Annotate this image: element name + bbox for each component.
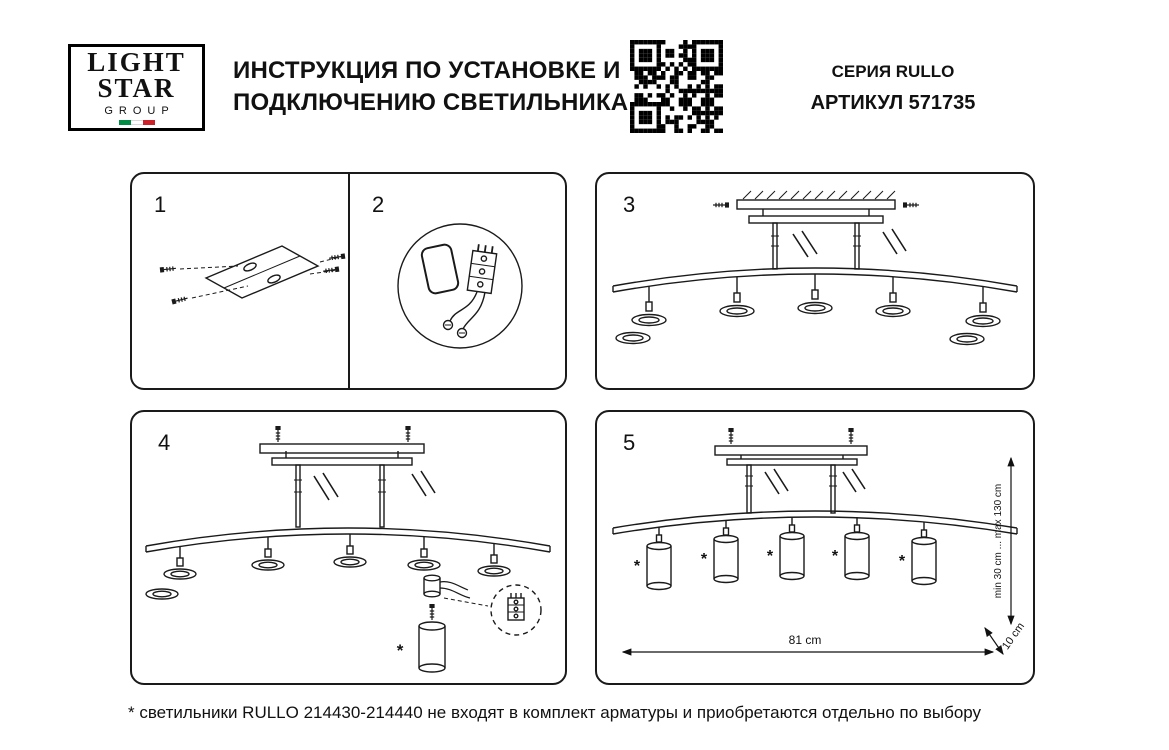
- asterisk-mark: *: [899, 553, 906, 570]
- screw-icon: [322, 265, 340, 275]
- lamp-driver: [423, 574, 441, 598]
- ring-height-dimension-label: 10 cm: [1000, 621, 1027, 652]
- screw-marks: [313, 470, 436, 501]
- ceiling-bar: [259, 443, 425, 454]
- screw-icon: [328, 252, 346, 262]
- ceiling-hatch: [742, 190, 896, 200]
- suspension-rod: [379, 464, 385, 528]
- screw-icon: [159, 265, 177, 274]
- screw-icon: [902, 201, 920, 209]
- panel-step-5: 5: [595, 410, 1035, 685]
- step-2-number: 2: [372, 192, 385, 217]
- series-label: СЕРИЯ RULLO: [831, 62, 955, 81]
- step-4-number: 4: [158, 430, 171, 455]
- cylinder-shade: [418, 621, 446, 673]
- screw-icon: [727, 427, 735, 445]
- step-4-diagram: *: [145, 425, 551, 673]
- wires: [449, 291, 486, 330]
- height-dimension-label: min 30 cm ... max 130 cm: [993, 484, 1004, 598]
- panel-divider: [348, 174, 350, 388]
- panel-step-4: 4: [130, 410, 567, 685]
- screw-head: [442, 319, 454, 331]
- screw-marks: [764, 468, 866, 495]
- stems: [648, 274, 984, 303]
- stems: [179, 534, 495, 558]
- screw-icon: [847, 427, 855, 445]
- ring-shades: [145, 556, 511, 600]
- ceiling-bar: [736, 199, 896, 210]
- page-title: ИНСТРУКЦИЯ ПО УСТАНОВКЕ И ПОДКЛЮЧЕНИЮ СВ…: [233, 55, 628, 119]
- asterisk-mark: *: [767, 548, 774, 565]
- canopy-plate: [748, 215, 884, 224]
- connector-cover: [420, 243, 460, 295]
- screw-icon: [428, 603, 436, 621]
- curved-rail: [612, 510, 1018, 535]
- title-line-1: ИНСТРУКЦИЯ ПО УСТАНОВКЕ И: [233, 57, 621, 84]
- step-5-diagram: * * * * * 81 cm min 30 cm ... max 130 cm…: [612, 427, 1027, 656]
- logo-word-group: GROUP: [104, 104, 175, 117]
- mounting-bracket: [204, 245, 320, 299]
- screw-icon: [404, 425, 412, 443]
- suspension-rod: [746, 464, 752, 514]
- lightstar-logo: LIGHT STAR GROUP: [68, 44, 205, 131]
- logo-word-light: LIGHT: [87, 47, 186, 78]
- step-1-diagram: [159, 245, 346, 306]
- width-dimension-label: 81 cm: [789, 633, 822, 647]
- canopy-plate: [726, 458, 858, 466]
- logo-word-star: STAR: [97, 73, 176, 103]
- footnote: * светильники RULLO 214430-214440 не вхо…: [128, 703, 982, 722]
- panel-step-3: 3: [595, 172, 1035, 390]
- suspension-rod: [830, 464, 836, 514]
- asterisk-mark: *: [397, 641, 404, 660]
- title-line-2: ПОДКЛЮЧЕНИЮ СВЕТИЛЬНИКА: [233, 89, 629, 117]
- wires: [439, 581, 471, 599]
- ceiling-bar: [714, 445, 868, 456]
- step-1-number: 1: [154, 192, 167, 217]
- screw-icon: [274, 425, 282, 443]
- dimension-ring-height: 10 cm: [984, 621, 1027, 655]
- screw-icon: [170, 295, 189, 306]
- asterisk-mark: *: [701, 551, 708, 568]
- screw-icon: [712, 201, 730, 209]
- italian-flag-icon: [118, 119, 155, 125]
- asterisk-mark: *: [634, 558, 641, 575]
- terminal-block: [466, 244, 498, 295]
- screw-marks: [792, 228, 907, 258]
- article-label: АРТИКУЛ 571735: [810, 92, 976, 114]
- panel-steps-1-2: 1 2: [130, 172, 567, 390]
- step-5-number: 5: [623, 430, 636, 455]
- canopy-plate: [271, 457, 413, 466]
- dimension-width: 81 cm: [621, 633, 995, 656]
- step-2-diagram: [397, 223, 523, 349]
- terminal-block: [507, 593, 525, 621]
- series-article-block: СЕРИЯ RULLO АРТИКУЛ 571735: [780, 62, 1006, 115]
- asterisk-mark: *: [832, 548, 839, 565]
- dimension-height: min 30 cm ... max 130 cm: [993, 456, 1015, 626]
- suspension-rod: [295, 464, 301, 528]
- ring-shades: [615, 301, 1001, 346]
- stems: [658, 517, 925, 535]
- curved-rail: [145, 527, 551, 553]
- screw-head: [456, 327, 468, 339]
- step-3-diagram: [612, 190, 1018, 346]
- qr-code-icon: [630, 40, 723, 133]
- step-3-number: 3: [623, 192, 636, 217]
- detail-circle: [397, 223, 523, 349]
- callout-circle: [490, 584, 542, 636]
- cylinder-shades: [646, 531, 937, 591]
